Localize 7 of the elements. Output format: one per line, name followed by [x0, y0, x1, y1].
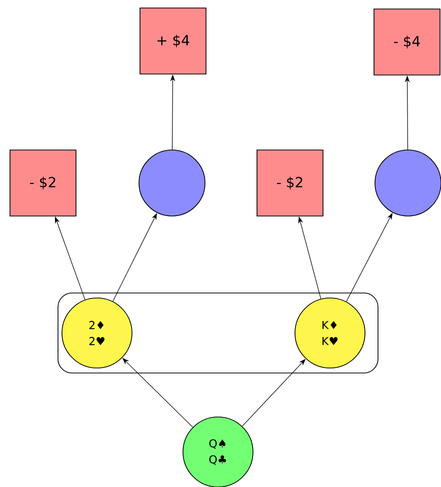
- chance-circle: [374, 150, 441, 216]
- payoff-box: - $4: [374, 8, 440, 76]
- payoff-box: - $2: [10, 150, 76, 216]
- chance-circle: [138, 150, 206, 216]
- information-set-box: [58, 292, 378, 374]
- payoff-box: - $2: [256, 150, 324, 216]
- payoff-box: + $4: [140, 8, 206, 74]
